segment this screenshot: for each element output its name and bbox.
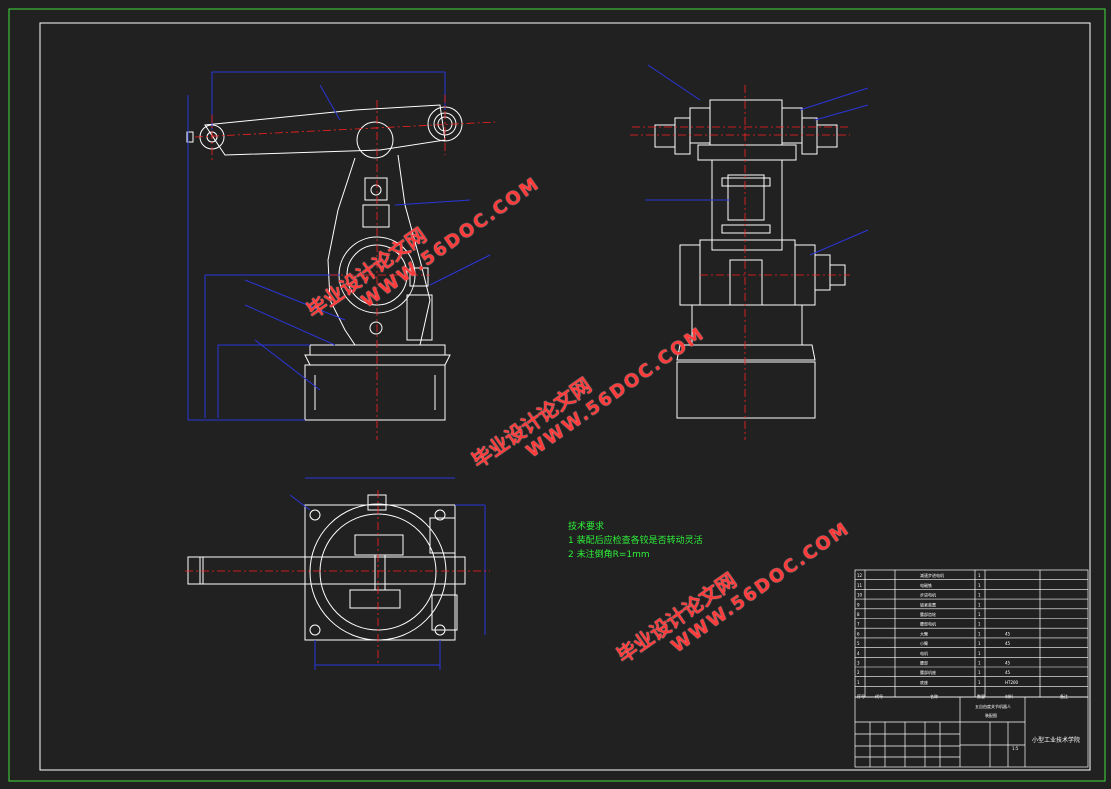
side-view — [654, 99, 846, 419]
front-view — [186, 104, 463, 421]
bom-qty: 1 — [978, 641, 981, 646]
bom-header-no: 序号 — [857, 693, 865, 699]
inner-frame — [39, 22, 1091, 771]
side-centerlines — [630, 85, 850, 440]
bom-name: 锁紧装置 — [920, 601, 936, 607]
bom-qty: 1 — [978, 602, 981, 607]
top-centerlines — [185, 490, 490, 665]
drawing-name-1: 五自由度关节机器人 — [975, 703, 1011, 709]
bom-name: 腰部电机 — [920, 621, 936, 627]
bom-name: 底座 — [920, 679, 928, 685]
front-centerlines — [194, 95, 496, 440]
bom-name: 减速步进电机 — [920, 572, 944, 578]
bom-no: 10 — [857, 593, 863, 598]
bom-material: 45 — [1005, 641, 1011, 646]
bom-qty: 1 — [978, 573, 981, 578]
bom-header-qty: 数量 — [977, 693, 985, 699]
title-block — [854, 696, 1089, 768]
bom-header-material: 材料 — [1005, 693, 1013, 699]
bom-qty: 1 — [978, 680, 981, 685]
drawing-name-2: 装配图 — [985, 712, 997, 718]
bom-no: 1 — [857, 680, 860, 685]
bom-no: 8 — [857, 612, 860, 617]
bom-qty: 1 — [978, 593, 981, 598]
bom-no: 9 — [857, 602, 860, 607]
bom-name: 腰部 — [920, 660, 928, 666]
bom-no: 3 — [857, 661, 860, 666]
top-dimensions — [289, 477, 486, 670]
notes-title: 技术要求 — [568, 522, 605, 532]
top-view — [187, 494, 466, 641]
bom-material: 45 — [1005, 661, 1011, 666]
bom-qty: 1 — [978, 612, 981, 617]
bom-header-name: 名称 — [930, 693, 938, 699]
bom-name: 腰部机座 — [920, 669, 936, 675]
bom-name: 步进电机 — [920, 592, 936, 598]
bom-qty: 1 — [978, 670, 981, 675]
bom-material: 45 — [1005, 631, 1011, 636]
bom-no: 4 — [857, 651, 860, 656]
side-dimensions — [645, 64, 869, 256]
bom-name: 电磁铁 — [920, 582, 932, 588]
bom-no: 12 — [857, 573, 863, 578]
bom-material: HT200 — [1005, 680, 1019, 685]
scale-value: 1:5 — [1012, 746, 1019, 751]
bom-header-code: 代号 — [875, 693, 883, 699]
bom-qty: 1 — [978, 583, 981, 588]
bom-no: 7 — [857, 622, 860, 627]
bom-no: 11 — [857, 583, 863, 588]
technical-notes: 技术要求 1 装配后应检查各铰是否转动灵活 2 未注倒角R=1mm — [568, 520, 703, 562]
notes-item-1: 1 装配后应检查各铰是否转动灵活 — [568, 536, 703, 546]
bom-table — [854, 569, 1089, 698]
notes-item-2: 2 未注倒角R=1mm — [568, 550, 650, 560]
bom-name: 小臂 — [920, 640, 928, 646]
bom-no: 2 — [857, 670, 860, 675]
bom-name: 电机 — [920, 650, 928, 656]
bom-header-remark: 备注 — [1060, 693, 1068, 699]
outer-border — [8, 8, 1106, 782]
bom-qty: 1 — [978, 631, 981, 636]
bom-qty: 1 — [978, 661, 981, 666]
bom-name: 腰部齿轮 — [920, 611, 936, 617]
school-name: 小型工业技术学院 — [1032, 736, 1080, 744]
bom-qty: 1 — [978, 622, 981, 627]
bom-no: 5 — [857, 641, 860, 646]
bom-name: 大臂 — [920, 630, 928, 636]
bom-no: 6 — [857, 631, 860, 636]
bom-material: 45 — [1005, 670, 1011, 675]
bom-qty: 1 — [978, 651, 981, 656]
front-dimensions — [187, 71, 491, 421]
